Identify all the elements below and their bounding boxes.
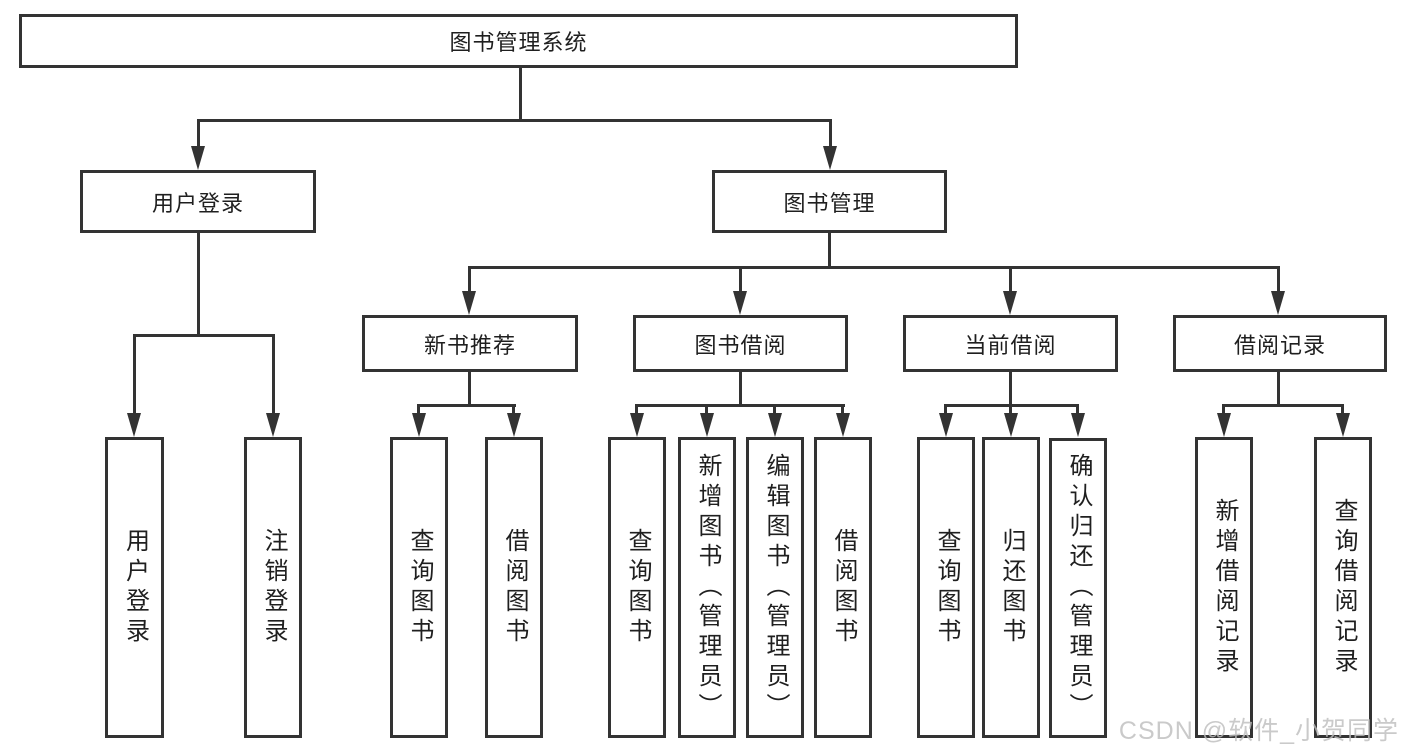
node-label: 图书管理系统 (449, 30, 588, 55)
connector-drop-borrow-record (1277, 266, 1280, 291)
connector-drop-cb-return (1009, 404, 1012, 415)
arrowhead-bb-add (700, 413, 714, 437)
node-label: 查询图书 (406, 527, 433, 648)
leaf-cb-confirm-return-admin: 确认归还（管理员） (1049, 438, 1107, 738)
node-label: 新增借阅记录 (1211, 497, 1238, 678)
connector-bb-stem (739, 372, 742, 407)
leaf-br-add-record: 新增借阅记录 (1195, 437, 1253, 738)
connector-drop-br-query (1341, 404, 1344, 415)
node-label: 用户登录 (121, 527, 149, 648)
node-label: 图书借阅 (694, 332, 787, 358)
node-label: 借阅图书 (501, 527, 528, 648)
arrowhead-cb-query (939, 413, 953, 437)
connector-drop-cb-query (944, 404, 947, 415)
connector-br-hbar (1222, 404, 1344, 407)
connector-drop-bb-add (705, 404, 708, 415)
connector-drop-nb-borrow (512, 404, 515, 415)
node-label: 归还图书 (998, 527, 1025, 648)
connector-drop-ul-logout (272, 334, 275, 415)
node-label: 新书推荐 (423, 332, 516, 358)
node-label: 借阅记录 (1233, 332, 1326, 358)
connector-drop-bb-borrow (841, 404, 844, 415)
connector-nb-stem (468, 372, 471, 407)
connector-root-stem (519, 68, 522, 120)
connector-drop-br-add (1222, 404, 1225, 415)
leaf-bb-add-book-admin: 新增图书（管理员） (678, 437, 736, 738)
node-label: 新增图书（管理员） (694, 452, 721, 723)
node-label: 借阅图书 (830, 527, 857, 648)
node-label: 查询图书 (933, 527, 960, 648)
arrowhead-nb-query (412, 413, 426, 437)
arrowhead-br-query (1336, 413, 1350, 437)
node-book-mgmt: 图书管理 (712, 170, 947, 233)
connector-drop-nb-query (417, 404, 420, 415)
connector-br-stem (1277, 372, 1280, 407)
arrowhead-new-book-rec (462, 291, 476, 315)
leaf-nb-query-book: 查询图书 (390, 437, 448, 738)
node-label: 注销登录 (260, 527, 287, 648)
arrowhead-cb-return (1004, 413, 1018, 437)
node-label: 用户登录 (151, 190, 244, 216)
arrowhead-book-borrow (733, 291, 747, 315)
connector-level2-hbar (197, 119, 832, 122)
leaf-bb-borrow-book: 借阅图书 (814, 437, 872, 738)
connector-user-login-stem (197, 233, 200, 336)
connector-drop-book-mgmt (829, 119, 832, 149)
node-root: 图书管理系统 (19, 14, 1018, 68)
leaf-bb-edit-book-admin: 编辑图书（管理员） (746, 437, 804, 738)
leaf-br-query-record: 查询借阅记录 (1314, 437, 1372, 738)
connector-drop-ul-login (133, 334, 136, 415)
arrowhead-br-add (1217, 413, 1231, 437)
leaf-ul-logout: 注销登录 (244, 437, 302, 738)
arrowhead-book-mgmt (823, 146, 837, 170)
connector-drop-bb-edit (773, 404, 776, 415)
watermark: CSDN @软件_小贺同学 (1118, 717, 1399, 745)
connector-drop-new-book-rec (468, 266, 471, 291)
node-label: 图书管理 (783, 190, 876, 216)
node-user-login: 用户登录 (80, 170, 316, 233)
arrowhead-bb-borrow (836, 413, 850, 437)
leaf-cb-return-book: 归还图书 (982, 437, 1040, 738)
connector-nb-hbar (417, 404, 516, 407)
arrowhead-user-login (191, 146, 205, 170)
node-label: 查询借阅记录 (1330, 497, 1357, 678)
connector-bb-hbar (635, 404, 845, 407)
node-new-book-rec: 新书推荐 (362, 315, 578, 372)
connector-cb-stem (1009, 372, 1012, 407)
connector-book-mgmt-stem (828, 233, 831, 269)
node-label: 当前借阅 (964, 332, 1057, 358)
arrowhead-bb-edit (768, 413, 782, 437)
arrowhead-bb-query (630, 413, 644, 437)
leaf-bb-query-book: 查询图书 (608, 437, 666, 738)
arrowhead-nb-borrow (507, 413, 521, 437)
node-label: 确认归还（管理员） (1065, 453, 1092, 723)
arrowhead-ul-logout (266, 413, 280, 437)
connector-user-login-hbar (133, 334, 275, 337)
connector-drop-bb-query (635, 404, 638, 415)
connector-drop-user-login (197, 119, 200, 149)
node-label: 查询图书 (624, 527, 651, 648)
arrowhead-cb-confirm (1071, 413, 1085, 437)
node-book-borrow: 图书借阅 (633, 315, 848, 372)
leaf-cb-query-book: 查询图书 (917, 437, 975, 738)
connector-level3-hbar (468, 266, 1280, 269)
arrowhead-current-borrow (1003, 291, 1017, 315)
node-current-borrow: 当前借阅 (903, 315, 1118, 372)
node-label: 编辑图书（管理员） (762, 452, 789, 723)
leaf-nb-borrow-book: 借阅图书 (485, 437, 543, 738)
arrowhead-ul-login (127, 413, 141, 437)
connector-drop-book-borrow (739, 266, 742, 291)
leaf-ul-login: 用户登录 (105, 437, 164, 738)
connector-drop-cb-confirm (1076, 404, 1079, 415)
node-borrow-record: 借阅记录 (1173, 315, 1387, 372)
arrowhead-borrow-record (1271, 291, 1285, 315)
connector-drop-current-borrow (1009, 266, 1012, 291)
